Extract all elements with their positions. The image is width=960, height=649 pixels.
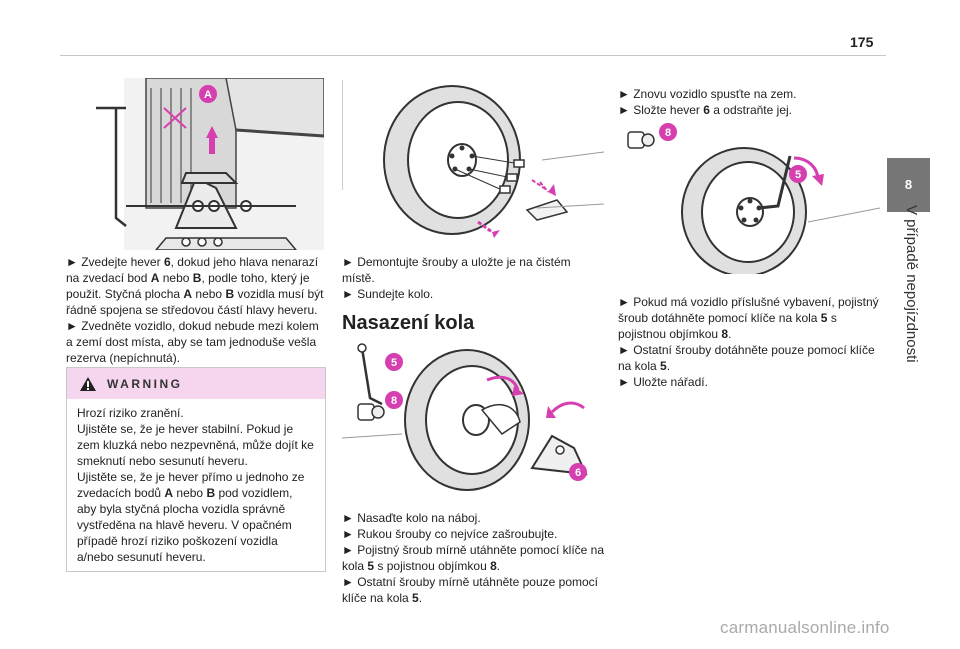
col3-paragraph-1: ► Znovu vozidlo spusťte na zem. [618,87,797,101]
col2-paragraph-4: ► Rukou šrouby co nejvíce zašroubujte. [342,527,558,541]
wheel-mounting-figure: 5 8 6 [342,343,588,491]
jack-figure: A [96,78,324,250]
marker-8-right: 8 [665,127,671,139]
warning-line-2: Ujistěte se, že je hever stabilní. Pokud… [77,422,314,468]
col3-bottom-text: ► Pokud má vozidlo příslušné vybavení, p… [618,294,880,390]
header-rule [60,55,886,56]
warning-body: Hrozí riziko zranění. Ujistěte se, že je… [67,399,325,565]
col3-paragraph-2: ► Složte hever 6 a odstraňte jej. [618,103,792,117]
col2-paragraph-2: ► Sundejte kolo. [342,287,434,301]
warning-line-1: Hrozí riziko zranění. [77,406,184,420]
watermark: carmanualsonline.info [720,618,890,637]
col2-paragraph-1: ► Demontujte šrouby a uložte je na čisté… [342,255,571,285]
col1-paragraph-1: ► Zvedejte hever 6, dokud jeho hlava nen… [66,255,324,317]
marker-5: 5 [391,357,397,369]
section-heading: Nasazení kola [342,312,475,334]
warning-title: WARNING [107,376,183,391]
marker-8: 8 [391,395,397,407]
warning-header: WARNING [67,368,325,399]
col3-paragraph-4: ► Ostatní šrouby dotáhněte pouze pomocí … [618,343,875,373]
page-number: 175 [850,34,874,50]
chapter-tab[interactable]: 8 [887,158,930,210]
marker-a: A [204,89,212,101]
col1-text: ► Zvedejte hever 6, dokud jeho hlava nen… [66,254,328,366]
col2-paragraph-3: ► Nasaďte kolo na náboj. [342,511,481,525]
col2-top-text: ► Demontujte šrouby a uložte je na čisté… [342,254,604,302]
col2-bottom-text: ► Nasaďte kolo na náboj. ► Rukou šrouby … [342,510,604,606]
warning-box: WARNING Hrozí riziko zranění. Ujistěte s… [66,367,326,572]
col3-paragraph-3: ► Pokud má vozidlo příslušné vybavení, p… [618,295,879,341]
chapter-tab-rule [887,210,930,212]
bolt-tightening-figure: 8 5 [627,123,880,274]
col1-paragraph-2: ► Zvedněte vozidlo, dokud nebude mezi ko… [66,319,319,365]
warning-triangle-icon [80,376,96,391]
col2-paragraph-5: ► Pojistný šroub mírně utáhněte pomocí k… [342,543,605,573]
marker-5-right: 5 [795,169,801,181]
col2-paragraph-6: ► Ostatní šrouby mírně utáhněte pouze po… [342,575,599,605]
wheel-removal-figure [342,80,604,238]
col3-top-text: ► Znovu vozidlo spusťte na zem. ► Složte… [618,86,880,118]
marker-6: 6 [575,467,581,479]
col3-paragraph-5: ► Uložte nářadí. [618,375,708,389]
warning-line-3: Ujistěte se, že je hever přímo u jednoho… [77,470,305,564]
chapter-title: V případě nepojízdnosti [903,205,920,363]
